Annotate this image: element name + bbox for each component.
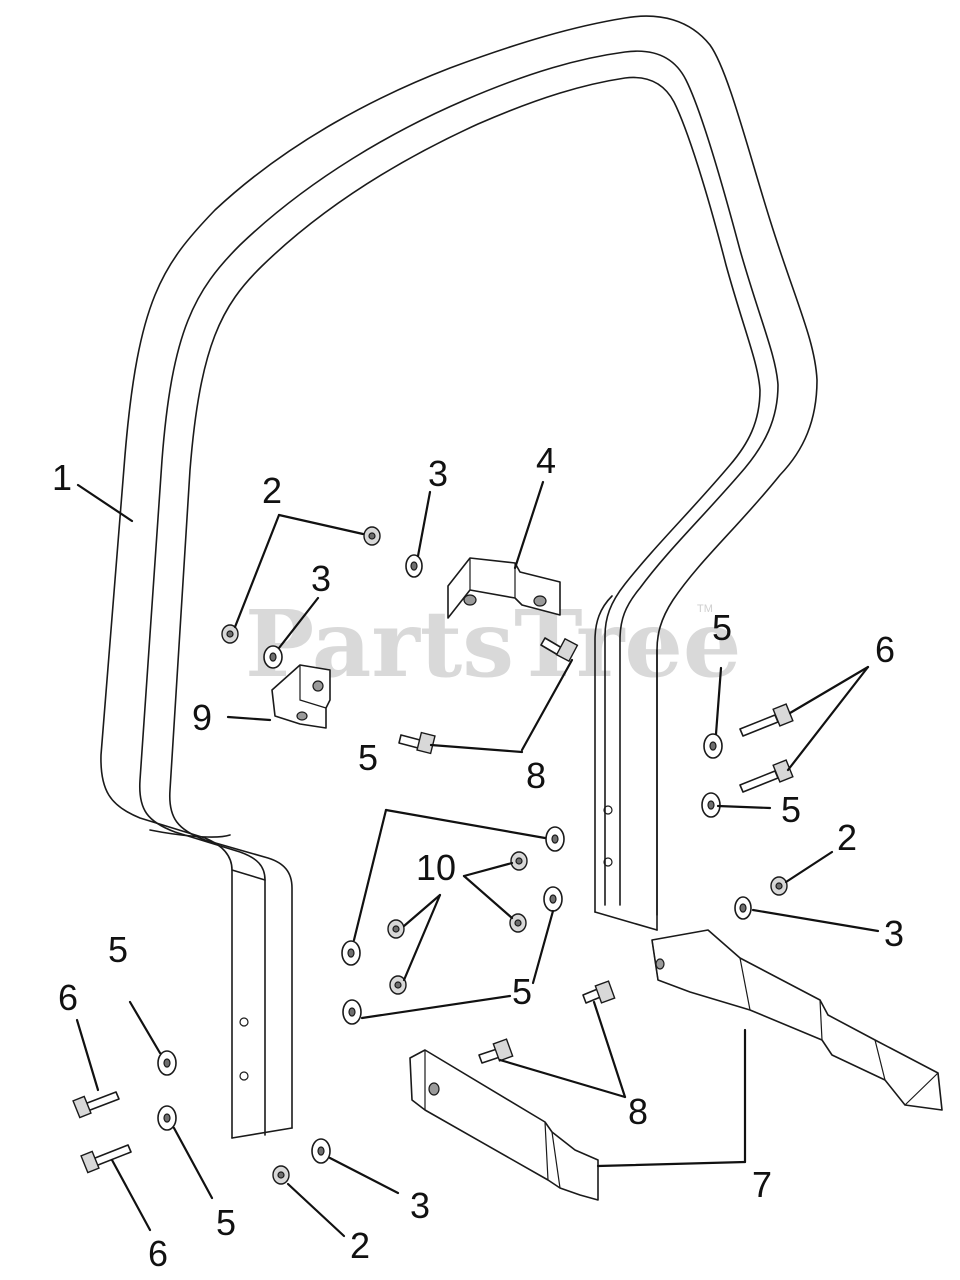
callout-2: 2 [837,817,857,858]
callout-3: 3 [884,913,904,954]
callout-5: 5 [216,1202,236,1243]
washer-5-l2 [157,1105,177,1131]
washer-5-r2 [701,792,721,818]
callout-6: 6 [875,629,895,670]
callout-5: 5 [108,929,128,970]
nut-2-top [363,526,381,546]
callout-5: 5 [512,971,532,1012]
callout-3: 3 [410,1185,430,1226]
callout-3: 3 [311,558,331,599]
bracket-4 [447,557,561,619]
strap-7-upper [651,929,943,1111]
bolt-6-l1 [72,1091,120,1119]
washer-3-right [734,896,752,920]
washer-5-m4 [342,999,362,1025]
washer-5-m3 [341,940,361,966]
washer-5-r1 [703,733,723,759]
callout-5: 5 [712,607,732,648]
callout-2: 2 [262,470,282,511]
nut-10-a [510,851,528,871]
nut-2-left [221,624,239,644]
callout-3: 3 [428,453,448,494]
washer-3-left [263,645,283,669]
callout-4: 4 [536,440,556,481]
callout-6: 6 [148,1233,168,1274]
callout-6: 6 [58,977,78,1018]
callout-10: 10 [416,847,456,888]
bolt-8-c [582,980,616,1004]
bolt-8-d [478,1038,514,1064]
callout-1: 1 [52,457,72,498]
washer-5-l1 [157,1050,177,1076]
washer-5-m2 [543,886,563,912]
washer-3-bottom [311,1138,331,1164]
watermark-trademark: TM [697,603,713,615]
bolt-6-l2 [80,1144,132,1174]
washer-5-m1 [545,826,565,852]
bracket-9 [271,664,331,729]
washer-3-top [405,554,423,578]
callout-labels: 1 2 3 4 3 9 8 5 6 5 5 2 3 10 5 5 6 8 7 5… [52,440,904,1274]
nut-2-bottom [272,1165,290,1185]
callout-2: 2 [350,1225,370,1266]
callout-8: 8 [628,1091,648,1132]
nut-10-b [509,913,527,933]
strap-7-lower [409,1049,599,1201]
bolt-8-b [398,731,436,755]
bolt-6-r2 [739,759,794,793]
bolt-8-a [540,637,579,663]
roll-bar-frame [100,15,818,1139]
callout-9: 9 [192,697,212,738]
leader-lines [75,480,880,1238]
callout-5: 5 [358,737,378,778]
nut-10-d [389,975,407,995]
bolt-6-r1 [739,703,794,737]
nut-10-c [387,919,405,939]
nut-2-right [770,876,788,896]
callout-8: 8 [526,755,546,796]
callout-5: 5 [781,789,801,830]
callout-7: 7 [752,1164,772,1205]
